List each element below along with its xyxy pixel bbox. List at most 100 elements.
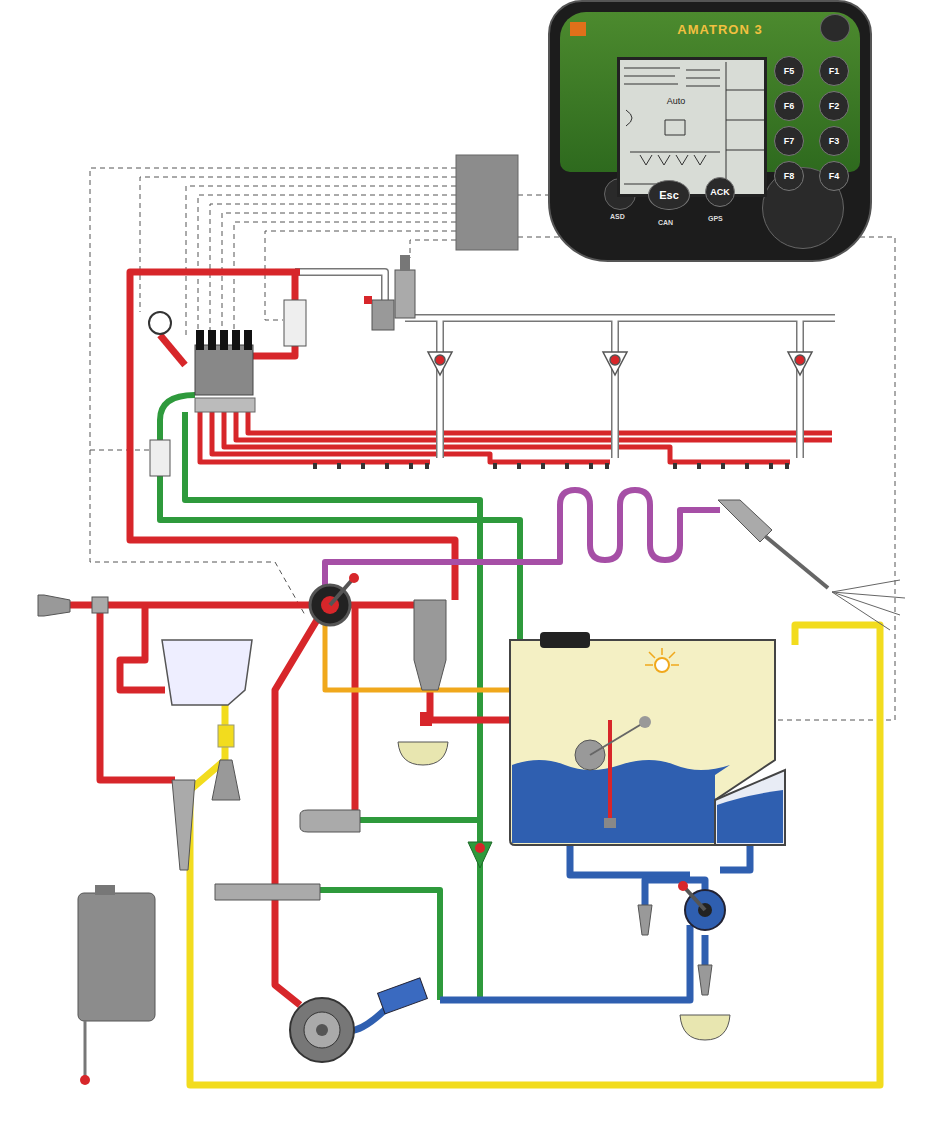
pump bbox=[304, 1012, 340, 1048]
canister bbox=[95, 885, 115, 895]
pressure-regulator bbox=[395, 270, 415, 318]
terminal-button: F3 bbox=[819, 126, 849, 156]
valve-handle bbox=[330, 580, 352, 605]
boom-section-line bbox=[224, 412, 790, 462]
port-label: GPS bbox=[708, 215, 723, 222]
nozzle bbox=[769, 463, 773, 469]
terminal-button: F7 bbox=[774, 126, 804, 156]
hopper bbox=[172, 780, 195, 870]
injector bbox=[92, 597, 108, 613]
drain-fitting bbox=[638, 905, 652, 935]
nozzle bbox=[589, 463, 593, 469]
section-valve bbox=[232, 330, 240, 350]
hopper bbox=[212, 760, 240, 800]
pressure-filter bbox=[414, 600, 446, 690]
boom-section-line bbox=[212, 412, 610, 462]
button-label: F3 bbox=[829, 136, 840, 146]
button-label: ACK bbox=[710, 187, 730, 197]
spray-tank bbox=[645, 648, 679, 665]
button-label: F4 bbox=[829, 171, 840, 181]
flow-meter bbox=[150, 440, 170, 476]
nozzle bbox=[493, 463, 497, 469]
injector bbox=[38, 595, 108, 616]
terminal-button: F6 bbox=[774, 91, 804, 121]
terminal-button: Esc bbox=[648, 180, 690, 210]
button-label: F8 bbox=[784, 171, 795, 181]
signal-wire bbox=[186, 186, 456, 335]
bypass-line bbox=[295, 272, 835, 458]
button-label: F2 bbox=[829, 101, 840, 111]
check-valve bbox=[468, 842, 492, 868]
section-valve bbox=[220, 330, 228, 350]
return-line bbox=[185, 412, 480, 1000]
check-valve bbox=[475, 843, 485, 853]
canister bbox=[78, 885, 155, 1085]
boom-valve bbox=[428, 352, 452, 375]
boom-section-line bbox=[200, 412, 832, 462]
pressure-regulator bbox=[364, 255, 415, 330]
wash-hose bbox=[325, 490, 720, 590]
pressure-line bbox=[160, 335, 185, 365]
spray-tank bbox=[510, 632, 785, 845]
nozzle bbox=[517, 463, 521, 469]
spray-tank bbox=[590, 722, 645, 755]
return-line bbox=[360, 817, 480, 823]
spray-gun bbox=[718, 500, 905, 630]
drain-valve bbox=[420, 712, 432, 726]
boom-valve bbox=[603, 352, 627, 375]
nozzle bbox=[541, 463, 545, 469]
boom-section-line bbox=[236, 412, 832, 440]
section-valve bbox=[208, 330, 216, 350]
spray-tank bbox=[715, 770, 785, 845]
nozzle bbox=[425, 463, 429, 469]
pressure-line bbox=[120, 605, 165, 690]
tank-suction bbox=[702, 935, 709, 965]
pump bbox=[316, 1024, 328, 1036]
boom-section-line bbox=[248, 412, 832, 433]
spray-tank bbox=[540, 632, 590, 648]
spray-tank bbox=[608, 720, 612, 822]
tank-suction bbox=[345, 845, 750, 1031]
section-valve bbox=[195, 345, 253, 395]
suction-line bbox=[190, 625, 880, 1085]
screen-mode: Auto bbox=[656, 96, 696, 106]
bypass-line bbox=[295, 272, 835, 458]
injector bbox=[38, 595, 70, 616]
terminal-button: ACK bbox=[705, 177, 735, 207]
terminal-button: F4 bbox=[819, 161, 849, 191]
section-valve bbox=[195, 398, 255, 412]
collecting-bowl bbox=[680, 1015, 730, 1040]
button-label: Esc bbox=[659, 189, 679, 201]
tank-suction bbox=[570, 845, 690, 875]
boom-valve bbox=[610, 355, 620, 365]
nozzle bbox=[409, 463, 413, 469]
suction-filter bbox=[378, 978, 428, 1014]
pressure-regulator bbox=[372, 300, 394, 330]
return-line bbox=[160, 395, 520, 1000]
nozzle bbox=[337, 463, 341, 469]
nozzle bbox=[313, 463, 317, 469]
flow-meter bbox=[284, 300, 306, 346]
boom-valve bbox=[428, 352, 812, 375]
boom-valve bbox=[795, 355, 805, 365]
nozzle bbox=[745, 463, 749, 469]
bypass-line bbox=[295, 272, 835, 458]
section-valve bbox=[196, 330, 204, 350]
nozzle bbox=[313, 463, 789, 469]
valve-handle bbox=[678, 881, 688, 891]
terminal-button: F2 bbox=[819, 91, 849, 121]
boom-valve bbox=[435, 355, 445, 365]
collecting-bowl bbox=[398, 742, 448, 765]
control-terminal: AMATRON 3AutoF5F1F6F2F7F3F8F4EscACK bbox=[548, 0, 872, 262]
nozzle bbox=[605, 463, 609, 469]
pump bbox=[290, 998, 354, 1062]
hopper bbox=[162, 640, 252, 870]
nozzle bbox=[785, 463, 789, 469]
spray-tank bbox=[512, 760, 730, 843]
button-label: F5 bbox=[784, 66, 795, 76]
tank-suction bbox=[720, 845, 750, 870]
pressure-line bbox=[100, 605, 175, 780]
job-computer bbox=[456, 155, 518, 250]
canister bbox=[78, 893, 155, 1021]
signal-wire bbox=[410, 240, 456, 258]
